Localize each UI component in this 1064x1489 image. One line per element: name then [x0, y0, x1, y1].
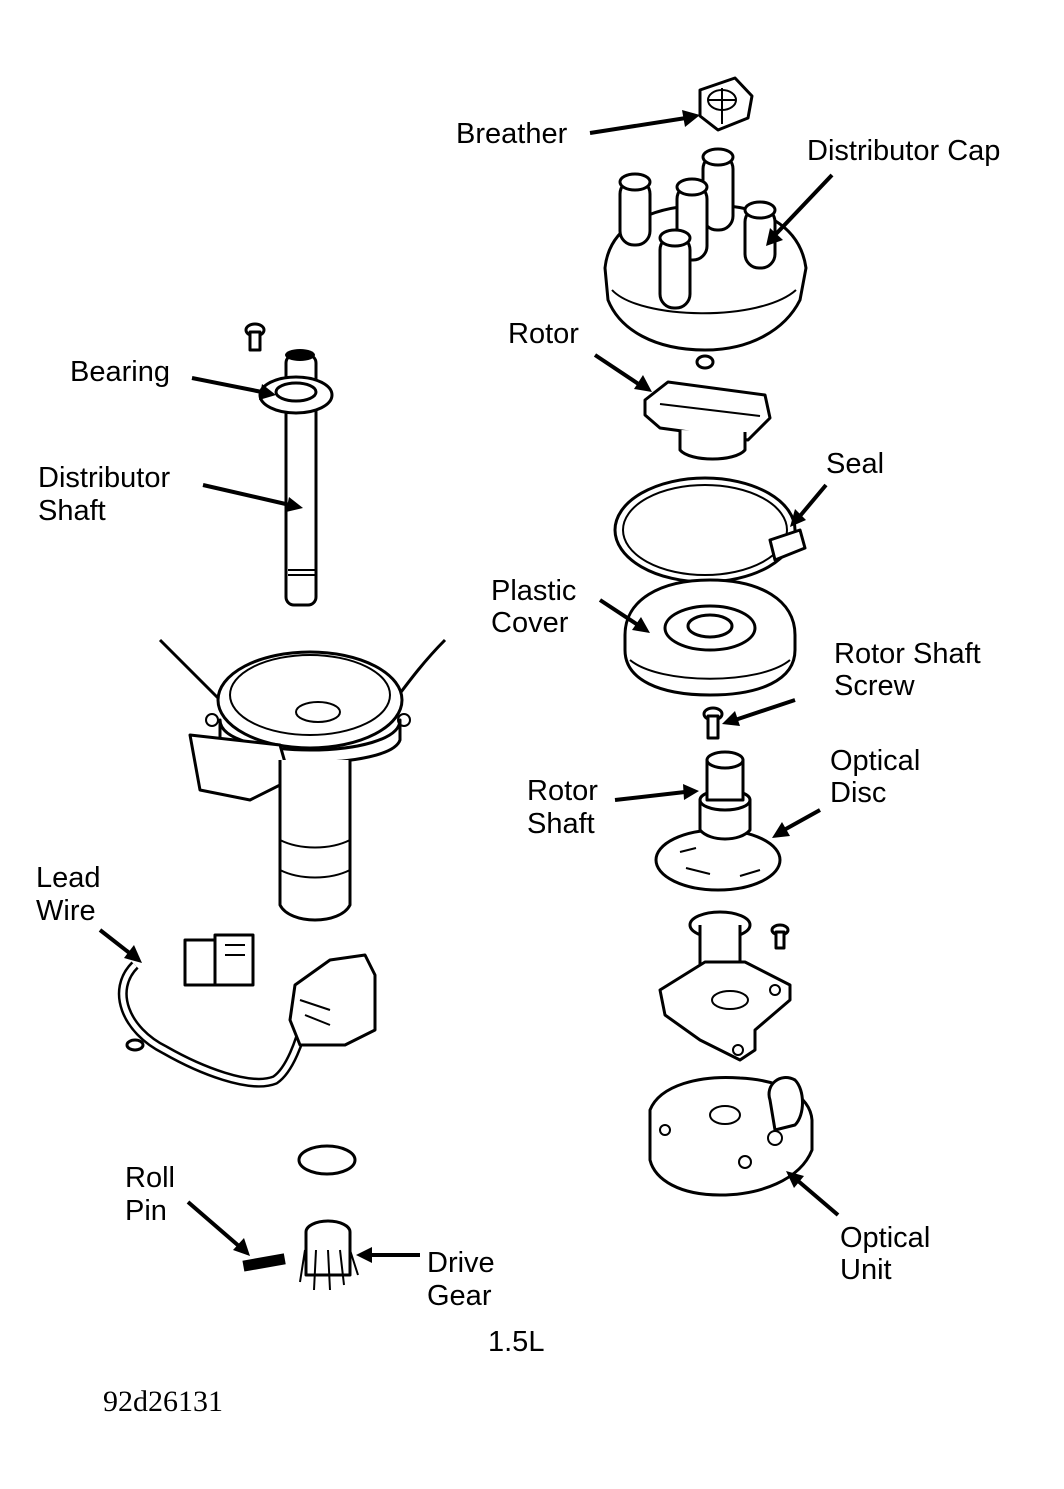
diagram-caption: 1.5L [488, 1326, 545, 1358]
o-ring-part [297, 1144, 357, 1176]
roll-pin-part [242, 1253, 286, 1272]
label-plastic-cover-line1: Plastic [491, 575, 577, 607]
breather-part [698, 76, 754, 132]
plastic-cover-part [623, 578, 797, 697]
label-rotor-shaft-line2: Shaft [527, 808, 595, 840]
label-breather: Breather [456, 118, 568, 150]
label-distributor-shaft-line1: Distributor [38, 462, 171, 494]
label-roll-pin-line1: Roll [125, 1162, 175, 1194]
rotor-shaft-screw-part [702, 706, 724, 740]
figure-code: 92d26131 [103, 1385, 223, 1418]
label-plastic-cover-line2: Cover [491, 607, 569, 639]
distributor-housing-part [158, 638, 447, 922]
label-rotor-shaft-screw-line1: Rotor Shaft [834, 638, 981, 670]
rotor-shaft-part [654, 750, 782, 892]
label-rotor-shaft-screw-line2: Screw [834, 670, 915, 702]
label-roll-pin-line2: Pin [125, 1195, 167, 1227]
label-optical-unit-line2: Unit [840, 1254, 892, 1286]
bracket-part [658, 910, 792, 1062]
distributor-shaft-part [258, 349, 334, 607]
drive-gear-part [299, 1219, 359, 1291]
optical-unit-part [648, 1076, 814, 1197]
seal-part [613, 476, 807, 584]
lead-wire-part [117, 933, 377, 1088]
distributor-cap-part [603, 147, 808, 370]
top-screw-part [244, 322, 266, 352]
label-drive-gear-line2: Gear [427, 1280, 492, 1312]
label-lead-wire-line1: Lead [36, 862, 101, 894]
label-drive-gear-line1: Drive [427, 1247, 495, 1279]
label-seal: Seal [826, 448, 885, 480]
rotor-part [643, 380, 772, 461]
label-lead-wire-line2: Wire [36, 895, 96, 927]
label-optical-unit-line1: Optical [840, 1222, 931, 1254]
label-rotor-shaft-line1: Rotor [527, 775, 598, 807]
label-rotor: Rotor [508, 318, 579, 350]
label-distributor-shaft-line2: Shaft [38, 495, 106, 527]
label-bearing: Bearing [70, 356, 170, 388]
label-optical-disc-line1: Optical [830, 745, 921, 777]
label-optical-disc-line2: Disc [830, 777, 887, 809]
leader-arrows [98, 110, 840, 1263]
label-distributor-cap: Distributor Cap [807, 135, 1001, 167]
